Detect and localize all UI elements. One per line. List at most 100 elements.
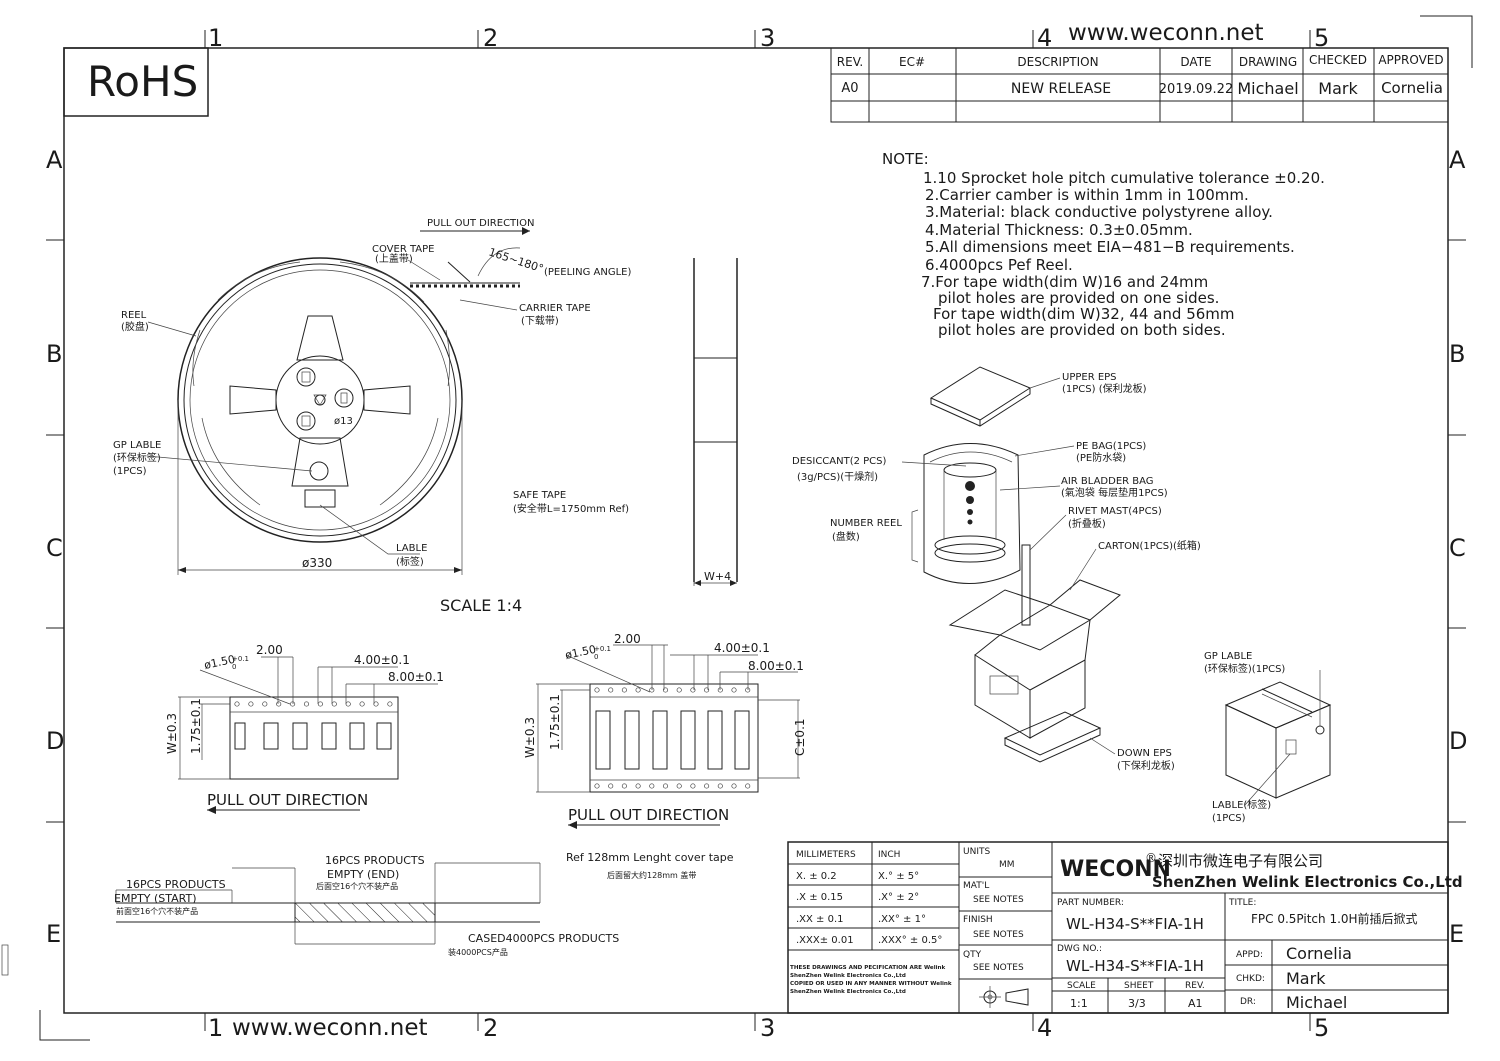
packing-exploded-view	[911, 366, 1332, 799]
qty-value: SEE NOTES	[973, 963, 1024, 973]
safe-tape-label: SAFE TAPE	[513, 490, 566, 501]
notes-title: NOTE:	[882, 150, 929, 168]
note-line-7: 7.For tape width(dim W)16 and 24mm	[921, 273, 1208, 291]
leader-end-products: 16PCS PRODUCTS	[325, 854, 425, 867]
hub-diameter-label: ø13	[334, 416, 353, 427]
col-4-bottom: 4	[1037, 1014, 1052, 1042]
carrier-tape-label: CARRIER TAPE	[519, 303, 591, 314]
sprocket-hole	[690, 783, 696, 789]
units-value: MM	[999, 860, 1015, 870]
peeling-angle-label: (PEELING ANGLE)	[544, 267, 631, 278]
desiccant-label: DESICCANT(2 PCS)	[792, 456, 887, 467]
sprocket-hole	[662, 783, 669, 789]
sprocket-hole	[359, 701, 365, 707]
reel-leaders	[146, 259, 518, 555]
side-width-label: W+4	[704, 570, 731, 583]
note-line-3: 3.Material: black conductive polystyrene…	[925, 203, 1273, 221]
sprocket-hole	[621, 783, 627, 789]
sheet-field-value: 3/3	[1128, 997, 1146, 1010]
sprocket-hole	[303, 701, 310, 707]
tape2-pitch-small: 2.00	[614, 632, 641, 646]
sprocket-hole	[717, 783, 723, 789]
packing-leaders	[901, 377, 1321, 806]
row-d-left: D	[46, 727, 64, 755]
note-line-1: 1.10 Sprocket hole pitch cumulative tole…	[923, 169, 1325, 187]
reel-diameter-label: ø330	[302, 556, 332, 570]
sprocket-hole	[662, 687, 669, 693]
tape2-direction: PULL OUT DIRECTION	[568, 806, 729, 824]
sprocket-hole	[290, 701, 296, 707]
sprocket-hole	[731, 687, 737, 693]
note-line-4: 4.Material Thickness: 0.3±0.05mm.	[925, 221, 1193, 239]
website-bottom[interactable]: www.weconn.net	[232, 1015, 428, 1041]
reel-front-view	[177, 257, 463, 543]
tape-detail-1	[178, 656, 438, 814]
sprocket-hole	[331, 701, 337, 707]
gp-lable-reel-cn: (环保标签)	[113, 451, 161, 464]
scale-field-label: SCALE	[1067, 981, 1096, 991]
row-e-left: E	[46, 920, 61, 948]
tol-inch-3: .XX° ± 1°	[878, 914, 926, 925]
leader-cover-ref: Ref 128mm Lenght cover tape	[566, 851, 734, 864]
rev-value-rev: A0	[841, 81, 858, 96]
cover-tape-cn: (上盖带)	[375, 252, 413, 265]
pull-out-direction-reel: PULL OUT DIRECTION	[427, 218, 534, 229]
sprocket-hole	[608, 783, 614, 789]
tape1-hole-tol-bottom: 0	[232, 663, 236, 671]
tape2-pitch-part: 8.00±0.1	[748, 659, 804, 673]
sprocket-hole	[704, 687, 710, 693]
tape2-hole-tol-top: +0.1	[594, 645, 611, 653]
row-d-right: D	[1449, 727, 1467, 755]
note-line-9: For tape width(dim W)32, 44 and 56mm	[933, 305, 1235, 323]
tape-detail-2	[536, 644, 800, 829]
notes-block: NOTE: 1.10 Sprocket hole pitch cumulativ…	[882, 150, 1325, 339]
sprocket-hole	[594, 783, 600, 789]
sprocket-hole	[608, 687, 614, 693]
note-line-5: 5.All dimensions meet EIA−481−B requirem…	[925, 238, 1295, 256]
col-5-top: 5	[1314, 24, 1329, 52]
tol-inch-2: .X° ± 2°	[878, 892, 919, 903]
tol-mm-1: X. ± 0.2	[796, 871, 837, 882]
upper-eps-label: UPPER EPS	[1062, 372, 1117, 383]
company-name-cn: 深圳市微连电子有限公司	[1158, 852, 1323, 870]
col-2-top: 2	[483, 24, 498, 52]
legal-line-2: ShenZhen Welink Electronics Co.,Ltd	[790, 973, 906, 979]
leader-start-products: 16PCS PRODUCTS	[126, 878, 226, 891]
tape2-offset: 1.75±0.1	[548, 694, 562, 750]
leader-start-empty: EMPTY (START)	[114, 892, 197, 905]
sprocket-hole	[731, 783, 737, 789]
cover-tape-label: COVER TAPE	[372, 244, 435, 255]
title-label: TITLE:	[1228, 898, 1256, 908]
pe-bag-cn: (PE防水袋)	[1076, 451, 1126, 464]
reel-lable-cn: (标签)	[396, 555, 424, 568]
col-5-bottom: 5	[1314, 1014, 1329, 1042]
pe-bag-label: PE BAG(1PCS)	[1076, 441, 1146, 452]
tol-mm-2: .X ± 0.15	[796, 892, 843, 903]
finish-label: FINISH	[963, 915, 993, 925]
peel-angle-label: 165~180°	[487, 245, 545, 275]
sprocket-hole	[345, 701, 351, 707]
col-3-top: 3	[760, 24, 775, 52]
rev-header-date: DATE	[1180, 55, 1211, 69]
leader-cased: CASED4000PCS PRODUCTS	[468, 932, 619, 945]
sprocket-hole	[745, 783, 751, 789]
title-value: FPC 0.5Pitch 1.0H前插后掀式	[1251, 911, 1418, 926]
finish-value: SEE NOTES	[973, 930, 1024, 940]
dr-value: Michael	[1286, 993, 1347, 1012]
sprocket-hole	[594, 687, 600, 693]
row-e-right: E	[1449, 920, 1464, 948]
gp-lable-reel: GP LABLE	[113, 440, 161, 451]
qty-label: QTY	[963, 950, 982, 960]
rev-header-checked: CHECKED	[1309, 53, 1367, 67]
col-3-bottom: 3	[760, 1014, 775, 1042]
rev-header-rev: REV.	[837, 55, 863, 69]
tape1-direction: PULL OUT DIRECTION	[207, 791, 368, 809]
down-eps-label: DOWN EPS	[1117, 748, 1172, 759]
air-bag-cn: (氣泡袋 每层垫用1PCS)	[1061, 486, 1168, 499]
sprocket-hole	[676, 783, 682, 789]
website-top[interactable]: www.weconn.net	[1068, 20, 1264, 46]
leader-cased-cn: 装4000PCS产品	[448, 947, 508, 957]
legal-line-3: COPIED OR USED IN ANY MANNER WITHOUT Wel…	[790, 981, 952, 987]
appd-value: Cornelia	[1286, 944, 1352, 963]
reel-label: REEL	[121, 310, 147, 321]
